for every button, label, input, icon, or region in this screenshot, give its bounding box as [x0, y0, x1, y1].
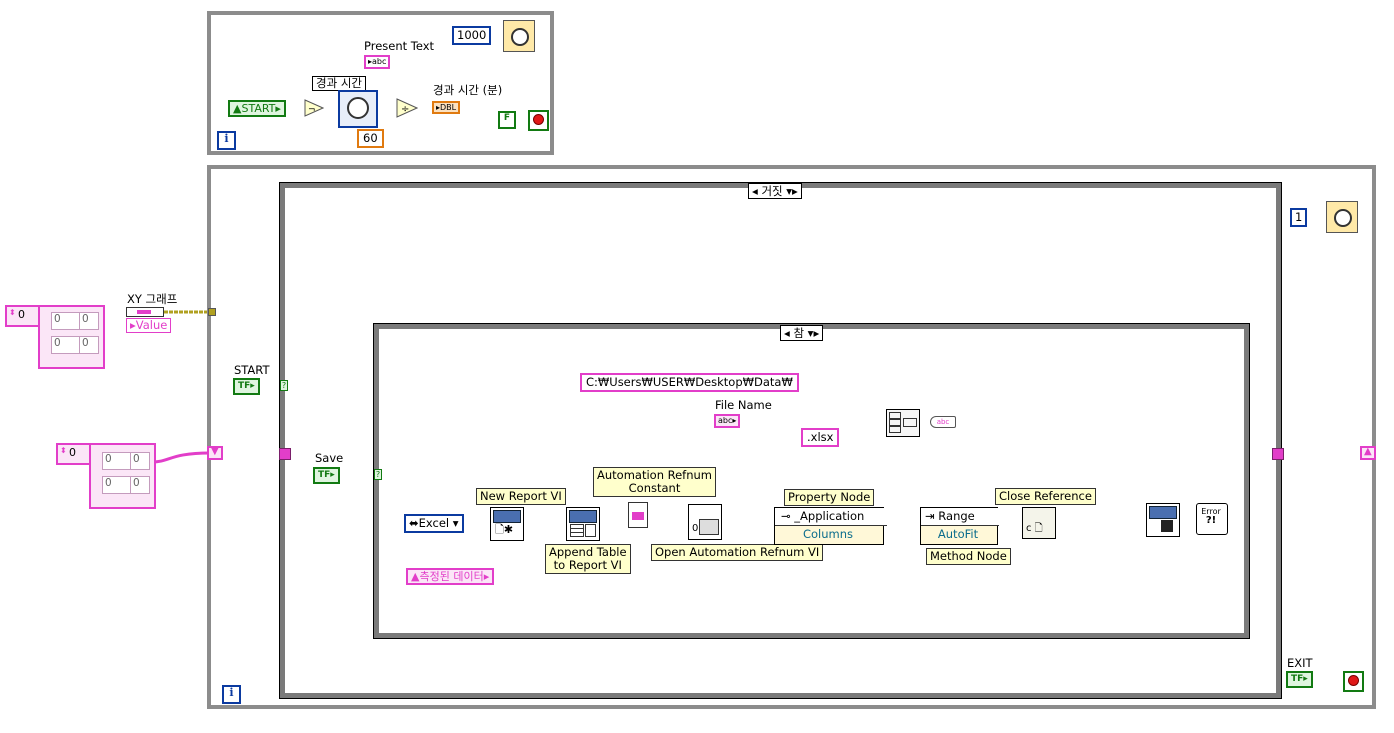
xlsx-constant[interactable]: .xlsx [801, 428, 840, 447]
elapsed-min-indicator[interactable]: ▸DBL [432, 101, 461, 114]
array-cell[interactable]: 0 [102, 476, 132, 494]
elapsed-time-label: 경과 시간 [312, 76, 366, 91]
method-node[interactable]: ⇥ Range AutoFit [920, 507, 999, 545]
main-loop-stop-icon[interactable] [1343, 671, 1364, 692]
false-constant[interactable]: F [498, 111, 516, 129]
close-reference-function[interactable]: c 🗋 [1022, 507, 1056, 539]
start-bool-terminal[interactable]: TF▸ [233, 378, 260, 395]
save-disk-icon [1161, 520, 1173, 532]
xy-graph-tunnel [208, 308, 216, 316]
left-bottom-array[interactable]: ⬍ 0 0 0 0 0 [56, 443, 156, 509]
property-node-note: Property Node [784, 489, 875, 506]
automation-refnum-constant[interactable] [628, 502, 648, 528]
file-name-control[interactable]: abc▸ [714, 414, 741, 428]
left-top-array[interactable]: ⬍ 0 0 0 0 0 [5, 305, 105, 369]
array-index-box[interactable]: ⬍ 0 [56, 443, 92, 465]
start-bool-label: START [234, 363, 270, 377]
array-cell[interactable]: 0 [51, 336, 81, 354]
array-cell[interactable]: 0 [79, 336, 99, 354]
append-table-vi[interactable] [566, 507, 600, 541]
outer-case-selector[interactable]: ◂ 거짓 ▾▸ [748, 183, 802, 199]
string-to-path-function[interactable]: abc [930, 416, 956, 428]
refnum-arrow-icon [632, 512, 644, 520]
array-index-value: 0 [18, 308, 25, 321]
close-reference-note: Close Reference [995, 488, 1096, 505]
value-property-label: ▸Value [126, 318, 172, 333]
array-index-value: 0 [69, 446, 76, 459]
stopwatch-icon [347, 97, 369, 119]
property-node[interactable]: ⊸ _Application Columns [774, 507, 887, 545]
elapsed-minutes-label: 경과 시간 (분) [433, 83, 503, 97]
main-wait-constant[interactable]: 1 [1290, 208, 1308, 227]
exit-bool-terminal[interactable]: TF▸ [1286, 671, 1313, 688]
divide-function[interactable]: ÷ [396, 98, 419, 118]
inner-case-selector[interactable]: ◂ 참 ▾▸ [780, 325, 824, 341]
inner-case-structure[interactable] [373, 323, 1250, 639]
excel-enum-constant[interactable]: ⬌Excel ▾ [404, 514, 464, 533]
open-automation-note: Open Automation Refnum VI [651, 544, 824, 561]
method-node-class: ⇥ Range [921, 508, 999, 526]
wait-ms-constant[interactable]: 1000 [452, 26, 492, 45]
xy-graph-label: XY 그래프 [127, 292, 178, 306]
case-selector-terminal-outer: ? [280, 380, 288, 391]
present-text-indicator[interactable]: ▸abc [364, 55, 391, 69]
new-report-note: New Report VI [476, 488, 566, 505]
array-cell[interactable]: 0 [130, 452, 150, 470]
case-selector-terminal-inner: ? [374, 469, 382, 480]
document-icon: 🗋✱ [495, 523, 514, 536]
automation-refnum-note: Automation Refnum Constant [593, 467, 717, 497]
array-cell[interactable]: 0 [130, 476, 150, 494]
present-text-label: Present Text [364, 39, 435, 53]
method-node-method: AutoFit [937, 527, 979, 541]
svg-text:÷: ÷ [401, 104, 409, 115]
array-cell[interactable]: 0 [51, 312, 81, 330]
case-tunnel-right [1272, 448, 1284, 460]
property-node-property: Columns [802, 527, 854, 541]
top-loop-stop-icon[interactable] [528, 110, 549, 131]
wait-timer-icon[interactable] [503, 20, 535, 52]
divisor-constant[interactable]: 60 [357, 129, 384, 148]
main-loop-iteration-icon: i [222, 685, 241, 704]
save-bool-terminal[interactable]: TF▸ [313, 467, 340, 484]
array-index-box[interactable]: ⬍ 0 [5, 305, 41, 327]
case-tunnel-left [279, 448, 291, 460]
open-automation-refnum-vi[interactable]: 0 [688, 504, 722, 540]
property-node-class: ⊸ _Application [775, 508, 887, 526]
array-cell[interactable]: 0 [79, 312, 99, 330]
wire-left-array-in [151, 451, 211, 464]
append-table-note: Append Table to Report VI [545, 544, 631, 574]
new-report-vi[interactable]: 🗋✱ [490, 507, 524, 541]
measured-data-local-variable[interactable]: ▲측정된 데이터▸ [406, 568, 495, 585]
start-local-variable[interactable]: ▲START▸ [228, 100, 286, 117]
elapsed-time-express-vi[interactable] [338, 90, 378, 128]
top-loop-iteration-icon: i [217, 131, 236, 150]
main-wait-icon[interactable] [1326, 201, 1358, 233]
save-report-vi[interactable] [1146, 503, 1180, 537]
shift-register-left[interactable]: ▼ [207, 446, 223, 460]
file-name-label: File Name [715, 398, 772, 412]
method-node-note: Method Node [926, 548, 1011, 565]
array-cell[interactable]: 0 [102, 452, 132, 470]
shift-register-right[interactable]: ▲ [1360, 446, 1376, 460]
simple-error-handler[interactable]: Error?! [1196, 503, 1228, 535]
table-icon [570, 524, 584, 537]
exit-bool-label: EXIT [1287, 656, 1313, 670]
svg-text:¬: ¬ [308, 105, 316, 115]
error-icon: Error?! [1201, 507, 1221, 526]
close-reference-icon: c 🗋 [1026, 523, 1043, 534]
concatenate-strings-function[interactable] [886, 409, 920, 437]
path-constant[interactable]: C:₩Users₩USER₩Desktop₩Data₩ [580, 373, 799, 392]
not-function[interactable]: ¬ [304, 99, 325, 117]
save-bool-label: Save [315, 451, 344, 465]
folder-icon [699, 519, 719, 535]
xy-graph-bundle[interactable] [126, 307, 164, 317]
